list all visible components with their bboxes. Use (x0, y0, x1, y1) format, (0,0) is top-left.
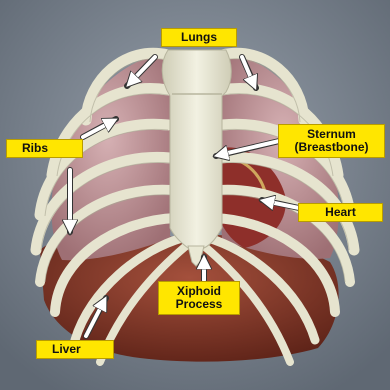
lungs-label: Lungs (161, 28, 237, 47)
ribs-label-text: Ribs (22, 142, 77, 155)
xiphoid-process-label: Xiphoid Process (158, 281, 240, 315)
ribs-label: Ribs (6, 139, 83, 158)
xiphoid-label-line2: Process (163, 298, 235, 311)
liver-label: Liver (36, 340, 114, 359)
sternum-label-line2: (Breastbone) (283, 141, 380, 154)
lungs-label-text: Lungs (167, 31, 231, 44)
sternum-label: Sternum (Breastbone) (278, 124, 385, 158)
heart-label: Heart (298, 203, 383, 222)
liver-label-text: Liver (52, 343, 108, 356)
heart-label-text: Heart (304, 206, 377, 219)
